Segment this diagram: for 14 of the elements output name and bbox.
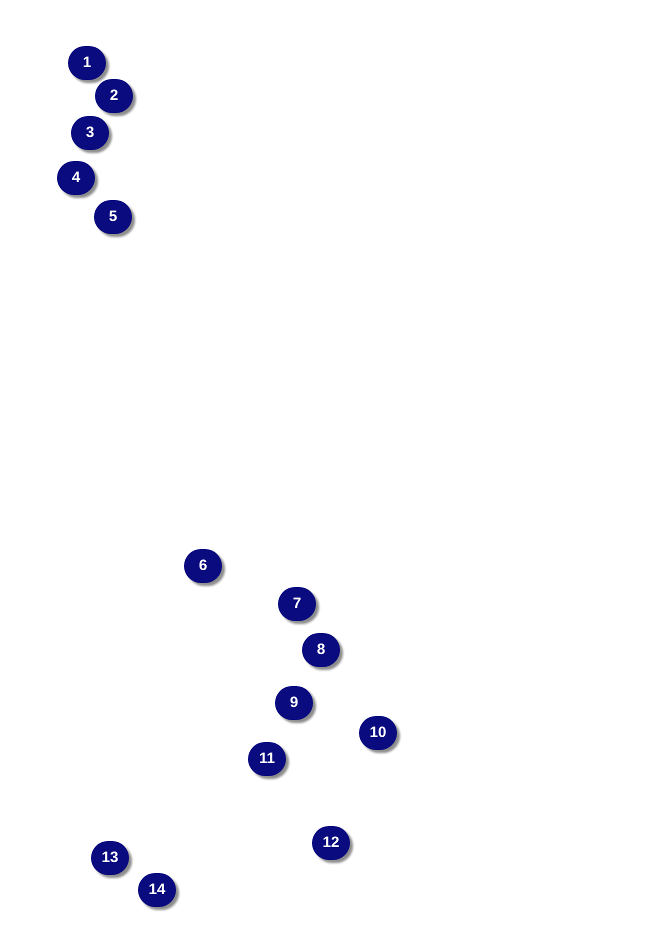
callout-number: 4 <box>57 161 95 195</box>
callout-number: 13 <box>91 841 129 875</box>
callout-number: 3 <box>71 116 109 150</box>
callout-number: 2 <box>95 79 133 113</box>
callout-number: 12 <box>312 826 350 860</box>
callout-number: 1 <box>68 46 106 80</box>
callout-number: 14 <box>138 873 176 907</box>
callout-number: 10 <box>359 716 397 750</box>
callout-number: 6 <box>184 549 222 583</box>
callout-number: 11 <box>248 742 286 776</box>
callout-number: 7 <box>278 587 316 621</box>
callout-number: 5 <box>94 200 132 234</box>
callout-number: 9 <box>275 686 313 720</box>
callout-number: 8 <box>302 633 340 667</box>
